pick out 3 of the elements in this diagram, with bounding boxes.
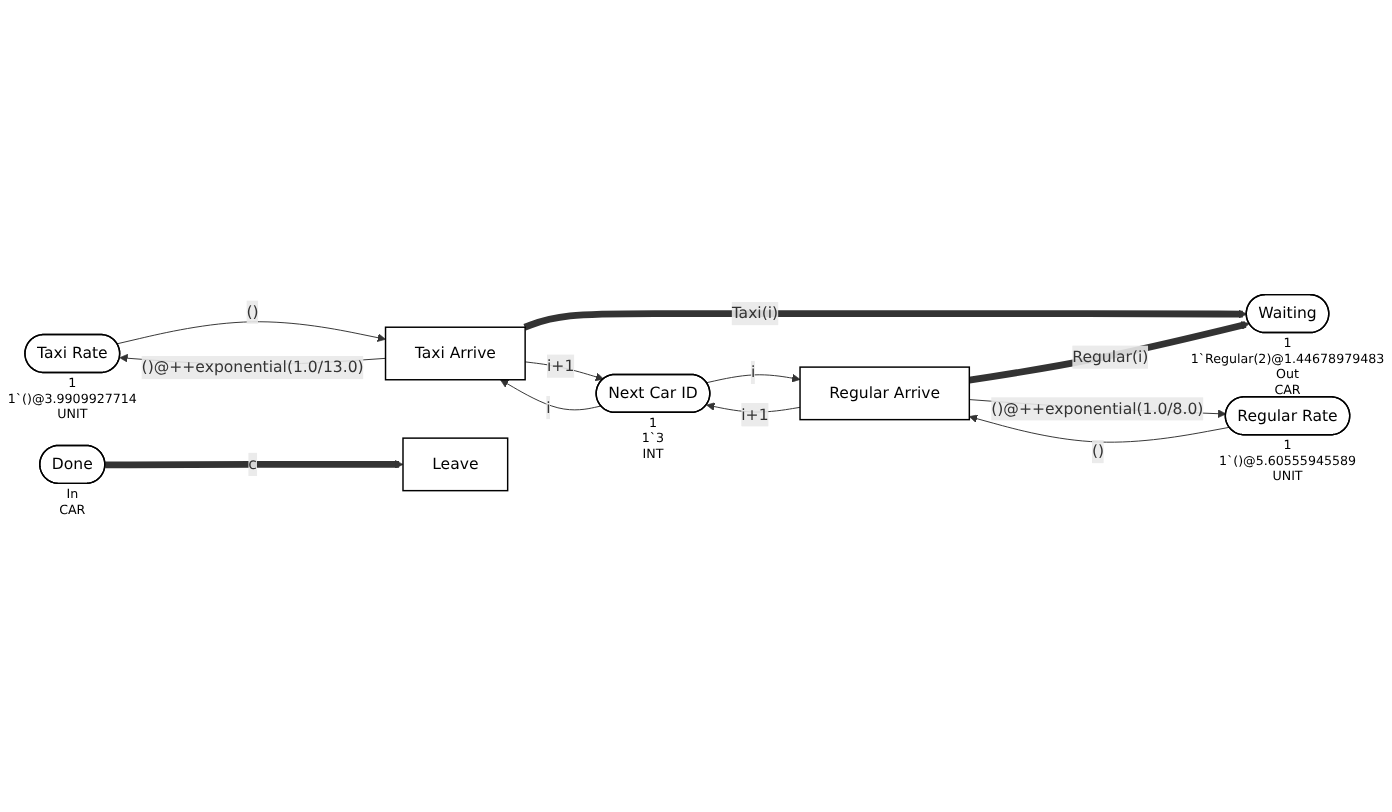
arrow [523,309,1248,331]
arrow [968,321,1250,384]
arrow [105,460,404,469]
